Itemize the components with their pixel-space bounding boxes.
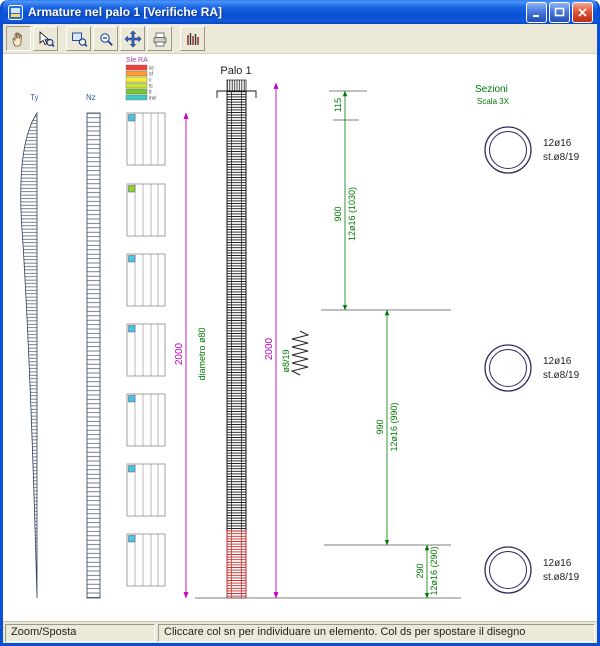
table-status-marker (128, 535, 136, 543)
table-status-marker (128, 325, 136, 333)
legend-label: tc (149, 84, 153, 90)
legend-label: c (149, 78, 152, 84)
dim-bars-label: 12ø16 (990) (389, 402, 399, 451)
legend-label: sc (149, 66, 155, 72)
dim-length-label: 115 (333, 98, 343, 112)
close-button[interactable] (572, 1, 593, 23)
toolbar (3, 24, 597, 54)
pile-drawing: Palo 1 (216, 65, 257, 599)
titlebar[interactable]: Armature nel palo 1 [Verifiche RA] (3, 0, 597, 24)
section-stirrups-label: st.ø8/19 (543, 572, 580, 583)
window-title: Armature nel palo 1 [Verifiche RA] (28, 5, 223, 19)
legend-swatch (125, 76, 148, 83)
pile-cap-outline (216, 90, 257, 98)
app-icon (8, 4, 23, 20)
maximize-icon (554, 7, 565, 16)
legend-swatch (125, 82, 148, 89)
legend-swatch (125, 94, 148, 101)
bars-icon (186, 32, 199, 45)
ty-diagram: Ty (20, 93, 38, 599)
zoom-window-button[interactable] (66, 26, 91, 51)
ty-shape (20, 111, 38, 599)
maximize-button[interactable] (549, 1, 570, 23)
dim-length-label: 990 (375, 419, 385, 434)
nz-diagram: Nz (86, 93, 101, 599)
pan-tool-button[interactable] (6, 26, 31, 51)
sections: Sezioni Scala 3X 12ø16 st.ø8/19 12ø16 st… (475, 84, 580, 594)
table-status-marker (128, 114, 136, 122)
legend-swatch (125, 70, 148, 77)
sections-title: Sezioni (475, 84, 508, 95)
arrow-zoom-icon (39, 30, 55, 47)
status-mode: Zoom/Sposta (5, 624, 155, 642)
move-tool-button[interactable] (120, 26, 145, 51)
drawing-canvas[interactable]: Ty Nz Sle RA sc sf c tc tl (3, 54, 597, 622)
hand-icon (12, 31, 22, 46)
pile-cage-bottom-red (226, 530, 247, 599)
move-cross-icon (124, 30, 141, 47)
legend-title: Sle RA (126, 57, 148, 64)
pile-diameter-label: diametro ø80 (197, 327, 207, 380)
section-bars-label: 12ø16 (543, 356, 572, 367)
pile-cage (226, 90, 247, 532)
legend-label: ind (149, 96, 156, 102)
dim-length-label: 900 (333, 206, 343, 221)
legend-swatch (125, 64, 148, 71)
sections-scale: Scala 3X (477, 97, 510, 106)
ty-label: Ty (30, 93, 38, 102)
close-icon (578, 7, 587, 17)
section-stirrups-label: st.ø8/19 (543, 152, 580, 163)
dim-bars-label: 12ø16 (1030) (347, 187, 357, 241)
table-status-marker (128, 465, 136, 473)
status-hint: Cliccare col sn per individuare un eleme… (158, 624, 595, 642)
section-bars-label: 12ø16 (543, 558, 572, 569)
zoom-out-button[interactable] (93, 26, 118, 51)
minimize-button[interactable] (526, 1, 547, 23)
soil-spring-symbol (290, 330, 310, 376)
section-bars-label: 12ø16 (543, 138, 572, 149)
segment-dimensions: 115 900 12ø16 (1030) 990 12ø16 (990) 290… (195, 90, 461, 599)
pile-length-left-label: 2000 (174, 342, 185, 365)
table-status-marker (128, 185, 136, 193)
verification-legend: Sle RA sc sf c tc tl ind (125, 57, 156, 102)
pile-length-right-label: 2000 (264, 337, 275, 360)
section-1: 12ø16 st.ø8/19 (484, 126, 580, 174)
print-button[interactable] (147, 26, 172, 51)
status-bar: Zoom/Sposta Cliccare col sn per individu… (3, 622, 597, 643)
legend-label: tl (149, 90, 152, 96)
legend-label: sf (149, 72, 154, 78)
verification-tables (126, 112, 166, 587)
minimize-icon (533, 14, 539, 17)
pile-left-dimension: 2000 diametro ø80 (174, 112, 207, 599)
pile-stirrups-label: ø8/19 (281, 349, 291, 372)
diagram-options-button[interactable] (180, 26, 205, 51)
zoom-out-icon (99, 32, 113, 46)
select-tool-button[interactable] (33, 26, 58, 51)
section-stirrups-label: st.ø8/19 (543, 370, 580, 381)
table-status-marker (128, 395, 136, 403)
legend-swatch (125, 88, 148, 95)
pile-head-bars (226, 79, 247, 92)
printer-icon (153, 32, 166, 46)
nz-shape (86, 112, 101, 599)
pile-title: Palo 1 (220, 65, 251, 77)
pile-right-dimension: 2000 ø8/19 (264, 82, 291, 599)
section-3: 12ø16 st.ø8/19 (484, 546, 580, 594)
section-2: 12ø16 st.ø8/19 (484, 344, 580, 392)
zoom-window-icon (71, 32, 87, 47)
table-status-marker (128, 255, 136, 263)
nz-label: Nz (86, 93, 96, 102)
dim-length-label: 290 (415, 563, 425, 578)
dim-bars-label: 12ø16 (290) (429, 546, 439, 595)
